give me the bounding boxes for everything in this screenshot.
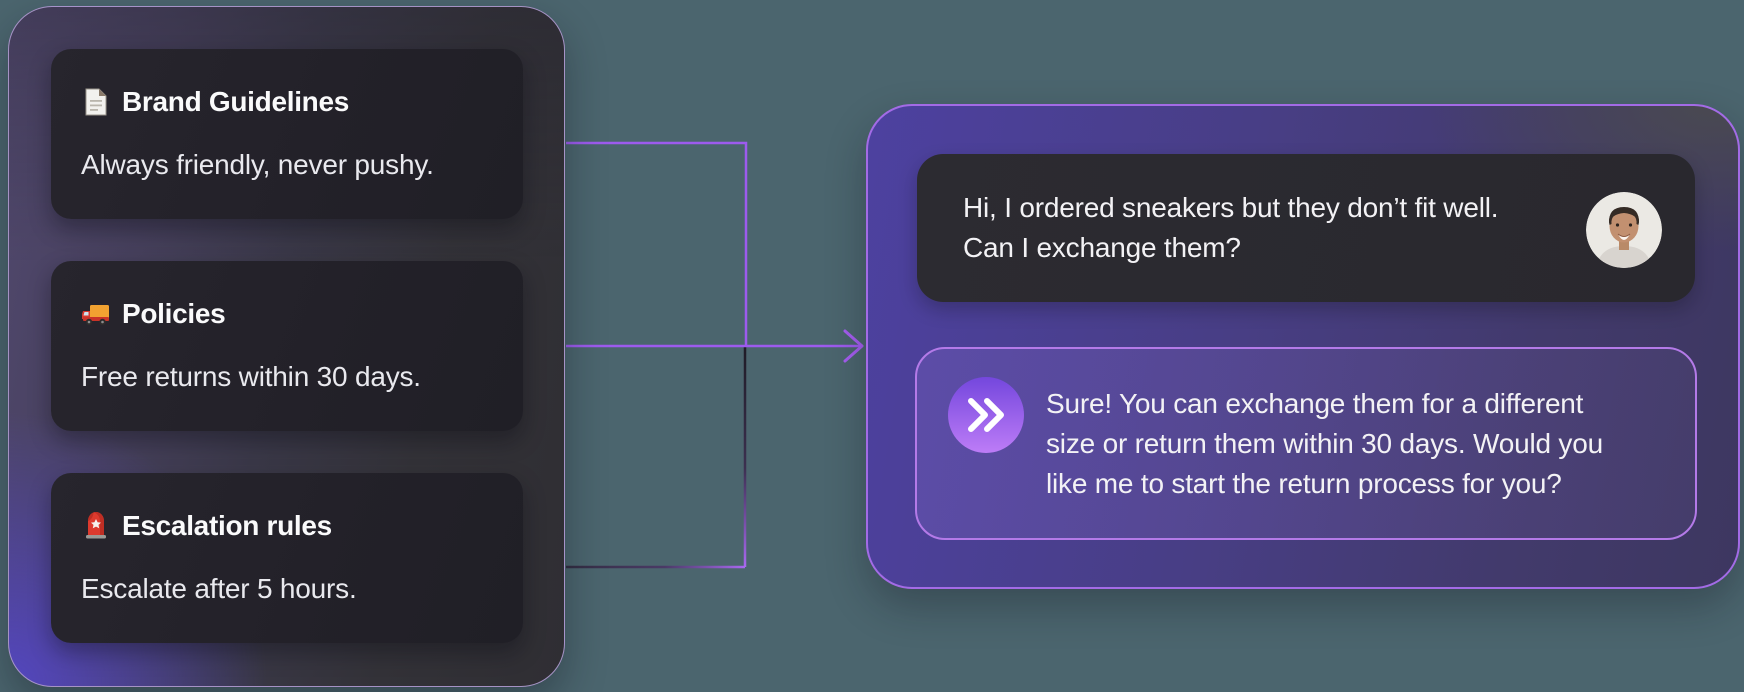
siren-icon: [86, 512, 106, 539]
truck-icon: [82, 305, 109, 326]
kb-card-policies: Policies Free returns within 30 days.: [51, 261, 523, 431]
assistant-message-line: Sure! You can exchange them for a differ…: [1046, 387, 1584, 419]
assistant-message-line: like me to start the return process for …: [1046, 467, 1562, 499]
assistant-message-bubble: Sure! You can exchange them for a differ…: [915, 347, 1697, 540]
customer-message-line: Can I exchange them?: [963, 232, 1241, 263]
kb-card-title-row: Escalation rules: [81, 509, 493, 543]
assistant-message-line: size or return them within 30 days. Woul…: [1046, 427, 1603, 459]
chat-panel: Hi, I ordered sneakers but they don’t fi…: [866, 104, 1740, 589]
double-chevron-badge-icon: [948, 377, 1024, 453]
connector-top: [566, 141, 748, 345]
customer-message-text: Hi, I ordered sneakers but they don’t fi…: [963, 188, 1499, 268]
kb-card-title: Escalation rules: [122, 510, 332, 541]
knowledge-panel: Brand Guidelines Always friendly, never …: [8, 6, 565, 687]
customer-message-bubble: Hi, I ordered sneakers but they don’t fi…: [917, 154, 1695, 302]
assistant-message-text: Sure! You can exchange them for a differ…: [1046, 384, 1603, 504]
kb-card-title-row: Policies: [81, 297, 493, 331]
customer-message-line: Hi, I ordered sneakers but they don’t fi…: [963, 192, 1499, 223]
customer-avatar: [1586, 192, 1662, 268]
kb-card-title: Brand Guidelines: [122, 86, 350, 117]
kb-card-brand-guidelines: Brand Guidelines Always friendly, never …: [51, 49, 523, 219]
kb-card-title: Policies: [122, 298, 226, 329]
kb-card-body: Free returns within 30 days.: [81, 361, 421, 392]
kb-card-body: Always friendly, never pushy.: [81, 149, 434, 180]
kb-card-title-row: Brand Guidelines: [81, 85, 493, 119]
kb-card-escalation-rules: Escalation rules Escalate after 5 hours.: [51, 473, 523, 643]
document-icon: [85, 88, 107, 116]
kb-card-body: Escalate after 5 hours.: [81, 573, 357, 604]
arrowhead-icon: [843, 329, 864, 363]
